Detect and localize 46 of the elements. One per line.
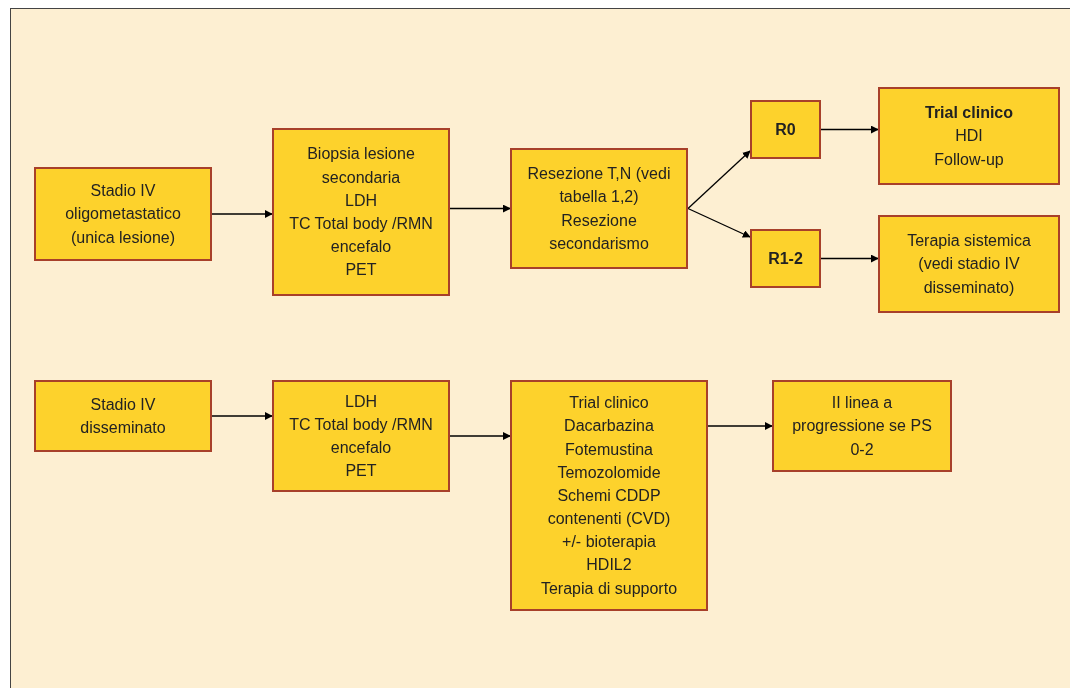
- box-text: HDI: [955, 126, 983, 147]
- box-text: PET: [345, 260, 377, 281]
- process-box: [750, 100, 821, 159]
- box-text: Resezione secondarismo: [548, 210, 650, 254]
- box-text: LDH: [345, 391, 377, 412]
- arrow: [687, 150, 751, 210]
- arrow: [820, 125, 879, 134]
- box-heading: Trial clinico: [925, 103, 1013, 124]
- arrow: [820, 254, 879, 263]
- box-text: Terapia di supporto: [540, 578, 678, 599]
- process-box: [878, 87, 1060, 185]
- process-box: [34, 380, 212, 452]
- box-text: Biopsia lesione secondaria: [306, 144, 416, 188]
- box-text: PET: [345, 461, 377, 482]
- box-text: Schemi CDDP contenenti (CVD): [546, 485, 672, 530]
- box-text: +/- bioterapia: [562, 532, 656, 553]
- box-text: TC Total body /RMN encefalo: [288, 214, 434, 258]
- box-text: TC Total body /RMN encefalo: [288, 414, 434, 458]
- box-text: Dacarbazina: [564, 416, 654, 437]
- process-box: [510, 380, 708, 611]
- box-text: Trial clinico: [569, 393, 649, 414]
- box-text: Follow-up: [934, 149, 1004, 170]
- arrow: [707, 422, 773, 430]
- arrow: [211, 210, 273, 218]
- box-text: Temozolomide: [557, 462, 661, 483]
- box-text: Stadio IV oligometastatico (unica lesione): [64, 181, 182, 248]
- arrow: [687, 207, 751, 238]
- box-text: Stadio IV disseminato: [79, 394, 167, 438]
- box-text: LDH: [345, 190, 377, 211]
- box-text: II linea a progressione se PS 0-2: [791, 393, 933, 460]
- box-text: Fotemustina: [564, 439, 653, 460]
- box-text: Resezione T,N (vedi tabella 1,2): [526, 164, 672, 208]
- process-box: [878, 215, 1060, 313]
- process-box: [34, 167, 212, 261]
- box-text: R1-2: [768, 248, 803, 269]
- process-box: [272, 128, 450, 296]
- process-box: [750, 229, 821, 288]
- arrow: [449, 204, 511, 213]
- arrow: [211, 412, 273, 420]
- process-box: [510, 148, 688, 269]
- box-text: Terapia sistemica (vedi stadio IV disseminato): [906, 231, 1032, 298]
- box-text: R0: [775, 119, 796, 140]
- box-text: HDIL2: [586, 555, 632, 576]
- process-box: [272, 380, 450, 492]
- arrow: [449, 432, 511, 440]
- process-box: [772, 380, 952, 472]
